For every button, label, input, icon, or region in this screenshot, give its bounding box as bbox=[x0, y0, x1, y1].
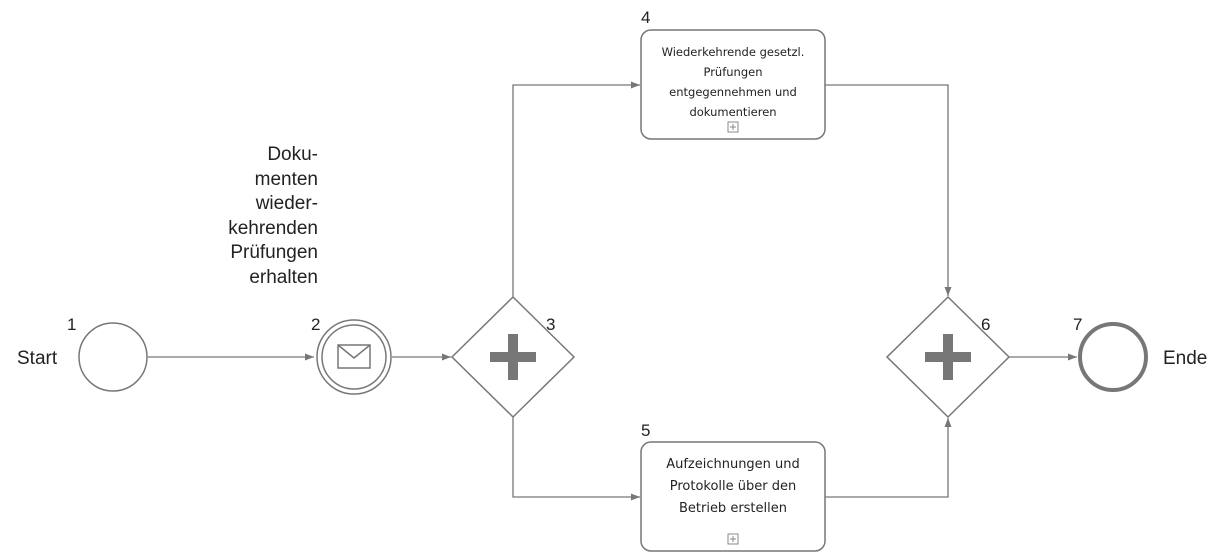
end-event[interactable] bbox=[1078, 322, 1148, 392]
message-event-label-line: menten bbox=[254, 168, 318, 190]
task5-label: Aufzeichnungen und Protokolle über den B… bbox=[643, 448, 823, 526]
message-event-label-line: Doku- bbox=[267, 144, 318, 165]
task-aufzeichnungen-erstellen[interactable] bbox=[640, 441, 826, 552]
message-event-label: Doku- menten wieder- kehrenden Prüfungen… bbox=[180, 143, 318, 290]
task5-number: 5 bbox=[641, 421, 650, 440]
parallel-gateway-split[interactable] bbox=[450, 295, 576, 419]
task5-label-line: Protokolle über den bbox=[669, 479, 797, 494]
task-wiederkehrende-pruefungen[interactable] bbox=[640, 29, 826, 140]
envelope-icon bbox=[337, 344, 371, 369]
plus-icon bbox=[490, 334, 536, 380]
gateway-join-number: 6 bbox=[981, 315, 990, 334]
flow-split-to-task5[interactable] bbox=[512, 417, 640, 501]
message-event-number: 2 bbox=[311, 315, 320, 334]
message-event-label-line: Prüfungen bbox=[230, 242, 318, 263]
task5-label-line: Aufzeichnungen und bbox=[666, 457, 800, 472]
flow-task4-to-join[interactable] bbox=[825, 84, 952, 296]
task4-label-line: entgegennehmen und bbox=[669, 85, 797, 99]
flow-task5-to-join[interactable] bbox=[825, 418, 952, 498]
message-event-label-line: wieder- bbox=[255, 193, 318, 214]
end-event-label: Ende bbox=[1163, 348, 1207, 369]
start-event-label: Start bbox=[17, 348, 58, 369]
task4-number: 4 bbox=[641, 8, 650, 27]
parallel-gateway-join[interactable] bbox=[885, 295, 1011, 419]
start-event-number: 1 bbox=[67, 315, 76, 334]
task4-label-line: Prüfungen bbox=[703, 65, 763, 79]
task5-label-line: Betrieb erstellen bbox=[678, 501, 787, 516]
message-event-label-line: kehrenden bbox=[228, 217, 318, 239]
task4-label: Wiederkehrende gesetzl. Prüfungen entgeg… bbox=[643, 32, 823, 132]
start-event[interactable] bbox=[78, 322, 148, 392]
subprocess-marker-icon bbox=[727, 121, 739, 133]
plus-icon bbox=[925, 334, 971, 380]
task4-label-line: Wiederkehrende gesetzl. bbox=[661, 45, 805, 59]
task4-label-line: dokumentieren bbox=[689, 105, 777, 119]
flow-split-to-task4[interactable] bbox=[512, 81, 640, 297]
message-catch-event[interactable] bbox=[316, 319, 392, 395]
message-event-label-line: erhalten bbox=[249, 266, 318, 288]
end-event-number: 7 bbox=[1073, 315, 1082, 334]
subprocess-marker-icon bbox=[727, 533, 739, 545]
gateway-split-number: 3 bbox=[546, 315, 555, 334]
